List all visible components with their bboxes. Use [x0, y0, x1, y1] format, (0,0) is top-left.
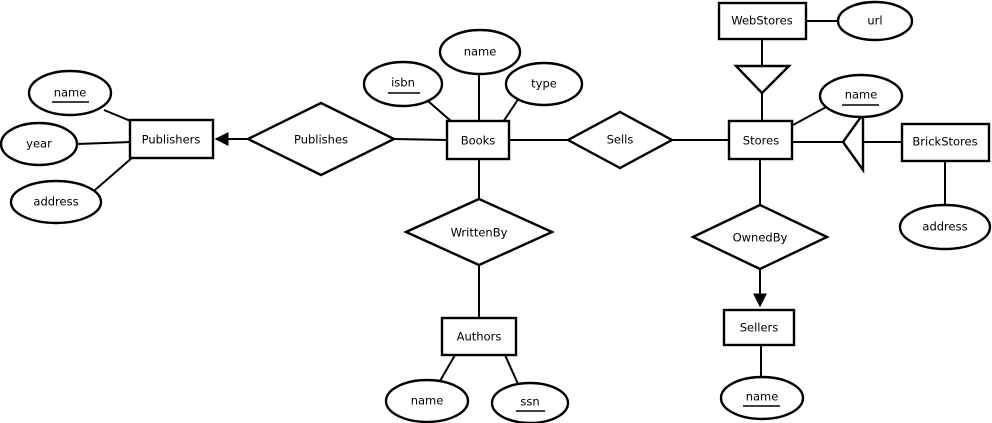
isa-triangle-brickstores — [841, 110, 865, 174]
entity-sellers[interactable]: Sellers — [722, 308, 796, 347]
entity-brickstores[interactable]: BrickStores — [900, 122, 991, 163]
attribute-label-publishers-address: address — [33, 195, 78, 209]
relationship-label-publishes: Publishes — [294, 133, 348, 147]
attribute-authors-ssn[interactable]: ssn — [490, 381, 570, 423]
attribute-label-webstores-url: url — [867, 14, 882, 28]
relationship-label-ownedby: OwnedBy — [733, 231, 788, 245]
edge-publishers-name — [103, 109, 134, 123]
attribute-books-isbn[interactable]: isbn — [362, 60, 444, 108]
diamond-shape-sells — [565, 110, 675, 170]
edge-layer — [76, 20, 946, 385]
rect-shape-publishers — [128, 118, 215, 160]
ellipse-shape — [898, 203, 992, 251]
attribute-label-books-isbn: isbn — [391, 76, 415, 90]
rect-shape-books — [445, 119, 511, 161]
rect-shape-sellers — [722, 308, 796, 347]
edge-books-isbn — [427, 100, 453, 123]
ellipse-shape — [836, 0, 914, 42]
attribute-publishers-name[interactable]: name — [27, 69, 113, 117]
attribute-publishers-year[interactable]: year — [0, 121, 79, 167]
entity-layer: Publishers Books Stores WebStores BrickS… — [128, 1, 991, 357]
attribute-label-authors-ssn: ssn — [520, 395, 539, 409]
relationship-sells[interactable]: Sells — [565, 110, 675, 170]
relationship-layer: Publishes Sells WrittenBy OwnedBy — [245, 101, 830, 271]
attribute-sellers-name[interactable]: name — [719, 375, 805, 421]
ellipse-shape — [438, 28, 522, 76]
edge-books-type — [502, 97, 520, 123]
relationship-label-writtenby: WrittenBy — [451, 226, 508, 240]
attribute-label-stores-name: name — [845, 88, 878, 102]
diamond-shape-writtenby — [403, 197, 555, 267]
entity-label-brickstores: BrickStores — [912, 135, 977, 149]
entity-label-webstores: WebStores — [731, 14, 792, 28]
edge-authors-ssn — [504, 354, 519, 385]
attribute-label-publishers-name: name — [54, 86, 87, 100]
entity-books[interactable]: Books — [445, 119, 511, 161]
attribute-books-type[interactable]: type — [504, 61, 584, 107]
edge-authors-name — [439, 354, 456, 382]
rect-shape-webstores — [717, 1, 808, 41]
edge-stores-name — [792, 105, 829, 126]
diamond-shape-publishes — [245, 101, 397, 177]
attribute-authors-name[interactable]: name — [384, 378, 470, 423]
entity-label-sellers: Sellers — [740, 321, 779, 335]
ellipse-shape — [0, 121, 79, 167]
ellipse-shape — [490, 381, 570, 423]
rect-shape-stores — [727, 119, 794, 161]
entity-authors[interactable]: Authors — [440, 316, 518, 357]
ellipse-shape — [362, 60, 444, 108]
entity-webstores[interactable]: WebStores — [717, 1, 808, 41]
relationship-label-sells: Sells — [607, 133, 634, 147]
attribute-label-books-type: type — [531, 77, 557, 91]
entity-label-books: Books — [461, 134, 496, 148]
entity-label-authors: Authors — [457, 330, 502, 344]
entity-publishers[interactable]: Publishers — [128, 118, 215, 160]
attribute-label-books-name: name — [464, 45, 497, 59]
attribute-books-name[interactable]: name — [438, 28, 522, 76]
relationship-ownedby[interactable]: OwnedBy — [690, 203, 830, 271]
edge-publishers-year — [76, 141, 131, 145]
edge-books-publishes — [393, 138, 448, 141]
edge-publishers-address — [94, 156, 134, 191]
diamond-shape-ownedby — [690, 203, 830, 271]
attribute-label-sellers-name: name — [746, 390, 779, 404]
isa-layer — [733, 64, 865, 174]
attribute-webstores-url[interactable]: url — [836, 0, 914, 42]
attribute-stores-name[interactable]: name — [818, 73, 904, 119]
isa-triangle-webstores — [733, 64, 792, 95]
attribute-label-authors-name: name — [411, 394, 444, 408]
ellipse-shape — [384, 378, 470, 423]
entity-label-stores: Stores — [743, 134, 779, 148]
rect-shape-brickstores — [900, 122, 991, 163]
ellipse-shape — [504, 61, 584, 107]
ellipse-shape — [27, 69, 113, 117]
ellipse-shape — [818, 73, 904, 119]
rect-shape-authors — [440, 316, 518, 357]
attribute-brickstores-address[interactable]: address — [898, 203, 992, 251]
relationship-writtenby[interactable]: WrittenBy — [403, 197, 555, 267]
ellipse-shape — [719, 375, 805, 421]
attribute-publishers-address[interactable]: address — [9, 179, 103, 225]
entity-stores[interactable]: Stores — [727, 119, 794, 161]
attribute-label-publishers-year: year — [26, 137, 52, 151]
entity-label-publishers: Publishers — [142, 133, 201, 147]
relationship-publishes[interactable]: Publishes — [245, 101, 397, 177]
ellipse-shape — [9, 179, 103, 225]
attribute-label-brickstores-address: address — [922, 220, 967, 234]
